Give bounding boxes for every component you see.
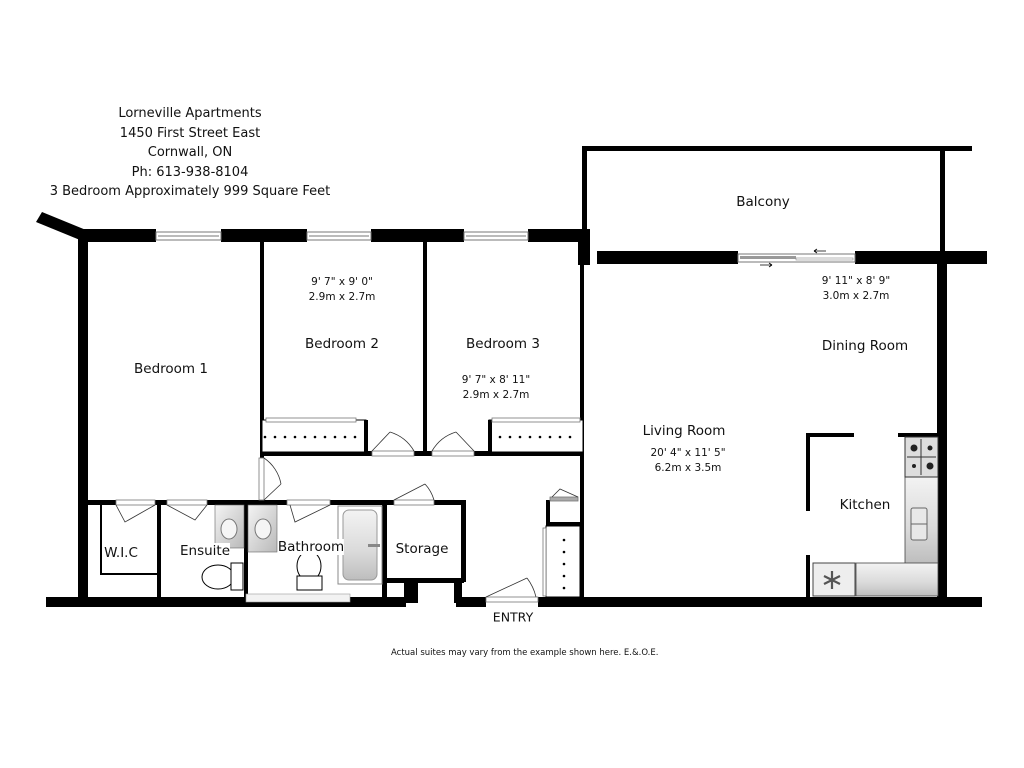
bathroom-vanity-ledge	[245, 593, 351, 603]
property-header: Lorneville Apartments 1450 First Street …	[40, 104, 340, 202]
room-label-bedroom-3: Bedroom 3	[466, 336, 540, 352]
bathroom-toilet	[296, 550, 323, 591]
ensuite-sink	[214, 504, 245, 549]
unit-summary: 3 Bedroom Approximately 999 Square Feet	[49, 184, 331, 199]
room-label-balcony: Balcony	[736, 194, 790, 210]
living-room-dimensions: 20' 4" x 11' 5" 6.2m x 3.5m	[650, 447, 726, 474]
dining-room-dimensions: 9' 11" x 8' 9" 3.0m x 2.7m	[821, 275, 891, 302]
room-label-living-room: Living Room	[642, 423, 726, 439]
property-city: Cornwall, ON	[147, 145, 233, 160]
room-label-wic: W.I.C	[104, 545, 138, 561]
room-label-bathroom: Bathroom	[277, 539, 345, 555]
doors	[115, 431, 579, 603]
entry-label: ENTRY	[492, 609, 534, 625]
kitchen-sink-icon	[910, 507, 928, 541]
room-label-kitchen: Kitchen	[839, 497, 891, 513]
room-label-dining-room: Dining Room	[821, 338, 909, 354]
stove-icon	[904, 436, 939, 478]
bedroom-2-dimensions: 9' 7" x 9' 0" 2.9m x 2.7m	[308, 276, 376, 303]
room-label-bedroom-2: Bedroom 2	[305, 336, 379, 352]
fridge-icon	[812, 562, 856, 597]
bedroom-3-closet	[488, 417, 584, 453]
walls	[36, 212, 987, 607]
disclaimer: Actual suites may vary from the example …	[391, 648, 659, 658]
ensuite-toilet	[201, 562, 244, 591]
bedroom-2-closet	[261, 417, 368, 453]
room-label-ensuite: Ensuite	[179, 543, 231, 559]
bedroom-3-dimensions: 9' 7" x 8' 11" 2.9m x 2.7m	[461, 374, 531, 401]
room-label-bedroom-1: Bedroom 1	[134, 361, 208, 377]
bathroom-sink	[247, 504, 278, 553]
windows	[155, 231, 529, 241]
bathtub	[337, 505, 383, 585]
balcony-railing	[582, 146, 972, 252]
balcony-sliding-door	[737, 248, 856, 268]
property-phone: Ph: 613-938-8104	[131, 164, 249, 180]
property-name: Lorneville Apartments	[118, 106, 262, 121]
room-label-storage: Storage	[395, 541, 449, 557]
property-address: 1450 First Street East	[119, 125, 261, 141]
entry-closet	[545, 525, 581, 598]
